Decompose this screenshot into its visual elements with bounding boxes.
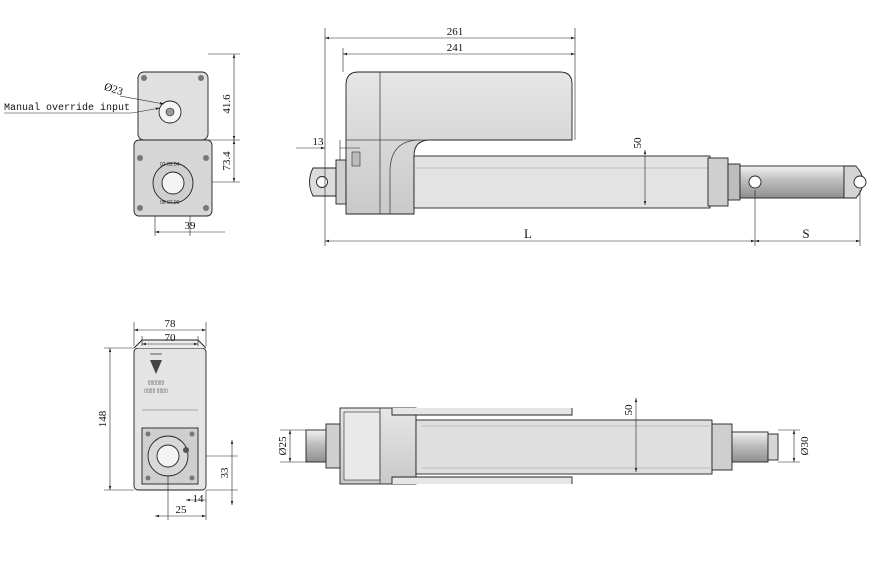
svg-text:▯▯▯▯▯▯: ▯▯▯▯▯▯ xyxy=(148,380,165,386)
dim-261: 261 xyxy=(447,26,464,38)
top-tube xyxy=(415,419,713,475)
dim-148: 148 xyxy=(97,410,109,427)
dim-diameter-30: Ø30 xyxy=(799,436,811,455)
top-rod xyxy=(731,431,769,463)
dim-73-4: 73.4 xyxy=(221,151,233,171)
dim-78: 78 xyxy=(165,318,177,330)
motor-housing xyxy=(345,71,573,215)
dim-13: 13 xyxy=(313,136,325,148)
dim-diameter-23: Ø23 xyxy=(103,81,125,98)
front-end-view: ▯▯▯▯▯▯ ▯▯▯▯ ▯▯▯▯ 78 70 148 33 14 25 xyxy=(97,318,238,520)
outer-tube xyxy=(413,155,711,209)
dim-70: 70 xyxy=(165,332,177,344)
svg-text:08 07 06: 08 07 06 xyxy=(160,200,180,206)
dim-S: S xyxy=(802,226,809,241)
dim-50-top: 50 xyxy=(623,404,635,416)
dim-33: 33 xyxy=(219,467,231,479)
dim-14: 14 xyxy=(193,493,205,505)
dim-41-6: 41.6 xyxy=(221,94,233,114)
dim-diameter-25: Ø25 xyxy=(277,436,289,455)
manual-override-label: Manual override input xyxy=(4,102,130,114)
side-view: 261 241 13 50 L S xyxy=(296,26,867,246)
dim-39: 39 xyxy=(185,220,197,232)
end-view: 02 03 04 08 07 06 41.6 73.4 39 Manual ov… xyxy=(4,53,240,236)
svg-text:02 03 04: 02 03 04 xyxy=(160,162,180,168)
top-view: Ø25 50 Ø30 xyxy=(277,398,811,485)
dim-50-side: 50 xyxy=(632,137,644,149)
dim-25-bottom: 25 xyxy=(176,504,188,516)
dim-L: L xyxy=(524,226,532,241)
clevis-hole xyxy=(161,171,185,195)
svg-text:▯▯▯▯ ▯▯▯▯: ▯▯▯▯ ▯▯▯▯ xyxy=(144,388,168,394)
dim-241: 241 xyxy=(447,42,464,54)
